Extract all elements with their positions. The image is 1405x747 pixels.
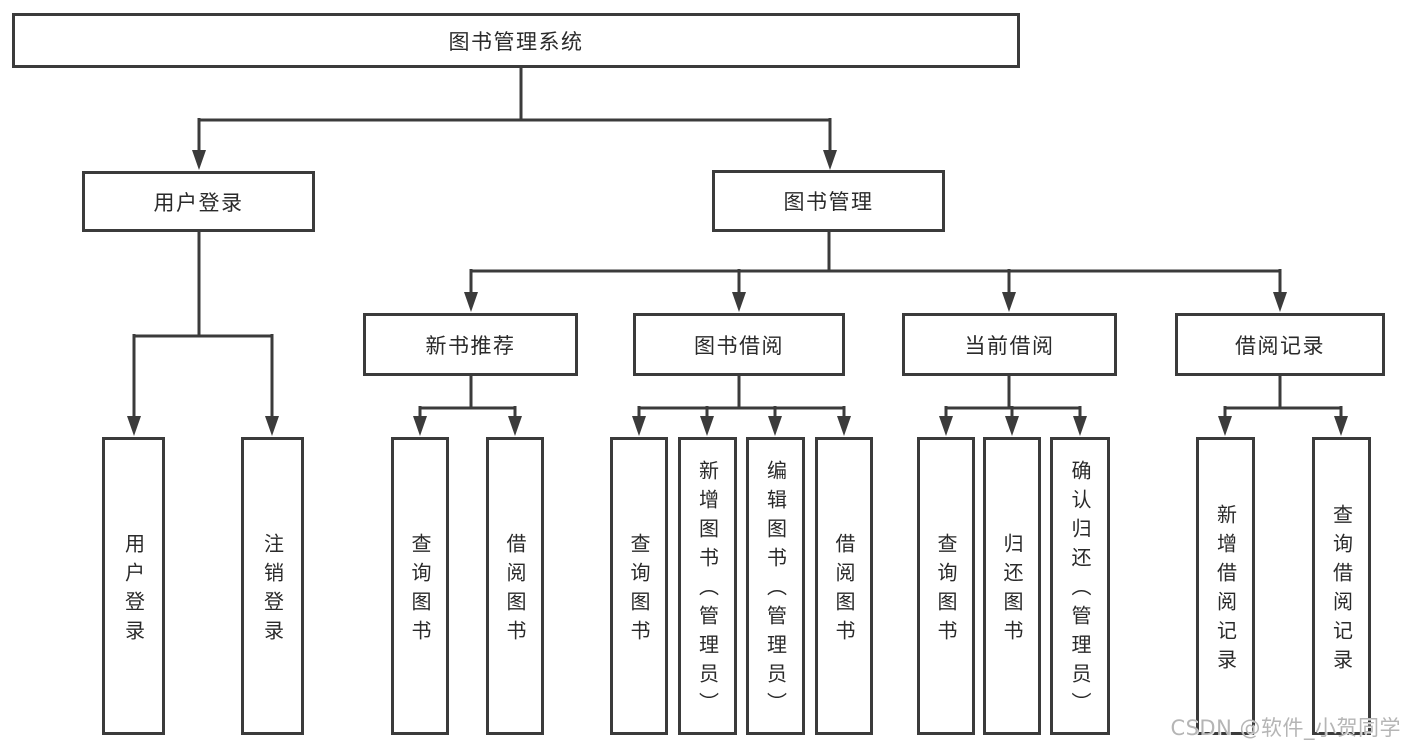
node-label: 注销登录 xyxy=(260,532,285,649)
leaf-add-borrow-record: 新增借阅记录 xyxy=(1196,437,1255,735)
node-label: 查询图书 xyxy=(627,532,651,649)
leaf-borrow-books-recommend: 借阅图书 xyxy=(486,437,544,735)
node-label: 查询图书 xyxy=(408,532,432,649)
node-label: 查询借阅记录 xyxy=(1329,503,1354,678)
leaf-query-books-current: 查询图书 xyxy=(917,437,975,735)
leaf-user-login: 用户登录 xyxy=(102,437,165,735)
leaf-edit-book-admin: 编辑图书（管理员） xyxy=(746,437,805,735)
csdn-watermark: CSDN @软件_小贺同学 xyxy=(1170,716,1401,740)
node-book-borrowing: 图书借阅 xyxy=(633,313,845,376)
node-label: 借阅图书 xyxy=(832,532,856,649)
node-label: 编辑图书（管理员） xyxy=(763,460,788,721)
node-label: 查询图书 xyxy=(934,532,958,649)
node-label: 借阅图书 xyxy=(503,532,527,649)
node-borrow-records: 借阅记录 xyxy=(1175,313,1385,376)
node-label: 确认归还（管理员） xyxy=(1068,460,1092,721)
leaf-query-borrow-record: 查询借阅记录 xyxy=(1312,437,1371,735)
connector-arrowheads xyxy=(127,150,1348,436)
node-label: 新增借阅记录 xyxy=(1213,503,1238,678)
node-current-borrowing: 当前借阅 xyxy=(902,313,1117,376)
node-label: 归还图书 xyxy=(1000,532,1024,649)
node-label: 图书管理 xyxy=(783,190,874,214)
node-label: 借阅记录 xyxy=(1235,333,1325,358)
leaf-query-books-borrow: 查询图书 xyxy=(610,437,668,735)
node-library-system: 图书管理系统 xyxy=(12,13,1020,68)
node-label: 新书推荐 xyxy=(425,333,516,358)
node-new-book-recommend: 新书推荐 xyxy=(363,313,578,376)
node-label: 用户登录 xyxy=(153,190,244,215)
leaf-logout: 注销登录 xyxy=(241,437,304,735)
leaf-query-books-recommend: 查询图书 xyxy=(391,437,449,735)
node-book-management: 图书管理 xyxy=(712,170,945,232)
leaf-return-book: 归还图书 xyxy=(983,437,1041,735)
node-label: 图书借阅 xyxy=(694,333,784,358)
node-label: 用户登录 xyxy=(121,532,146,649)
connector-lines xyxy=(132,68,1343,420)
leaf-borrow-books: 借阅图书 xyxy=(815,437,873,735)
leaf-add-book-admin: 新增图书（管理员） xyxy=(678,437,737,735)
node-user-login: 用户登录 xyxy=(82,171,315,232)
node-label: 新增图书（管理员） xyxy=(695,460,720,721)
node-label: 图书管理系统 xyxy=(448,29,584,54)
leaf-confirm-return-admin: 确认归还（管理员） xyxy=(1050,437,1110,735)
node-label: 当前借阅 xyxy=(964,333,1055,358)
